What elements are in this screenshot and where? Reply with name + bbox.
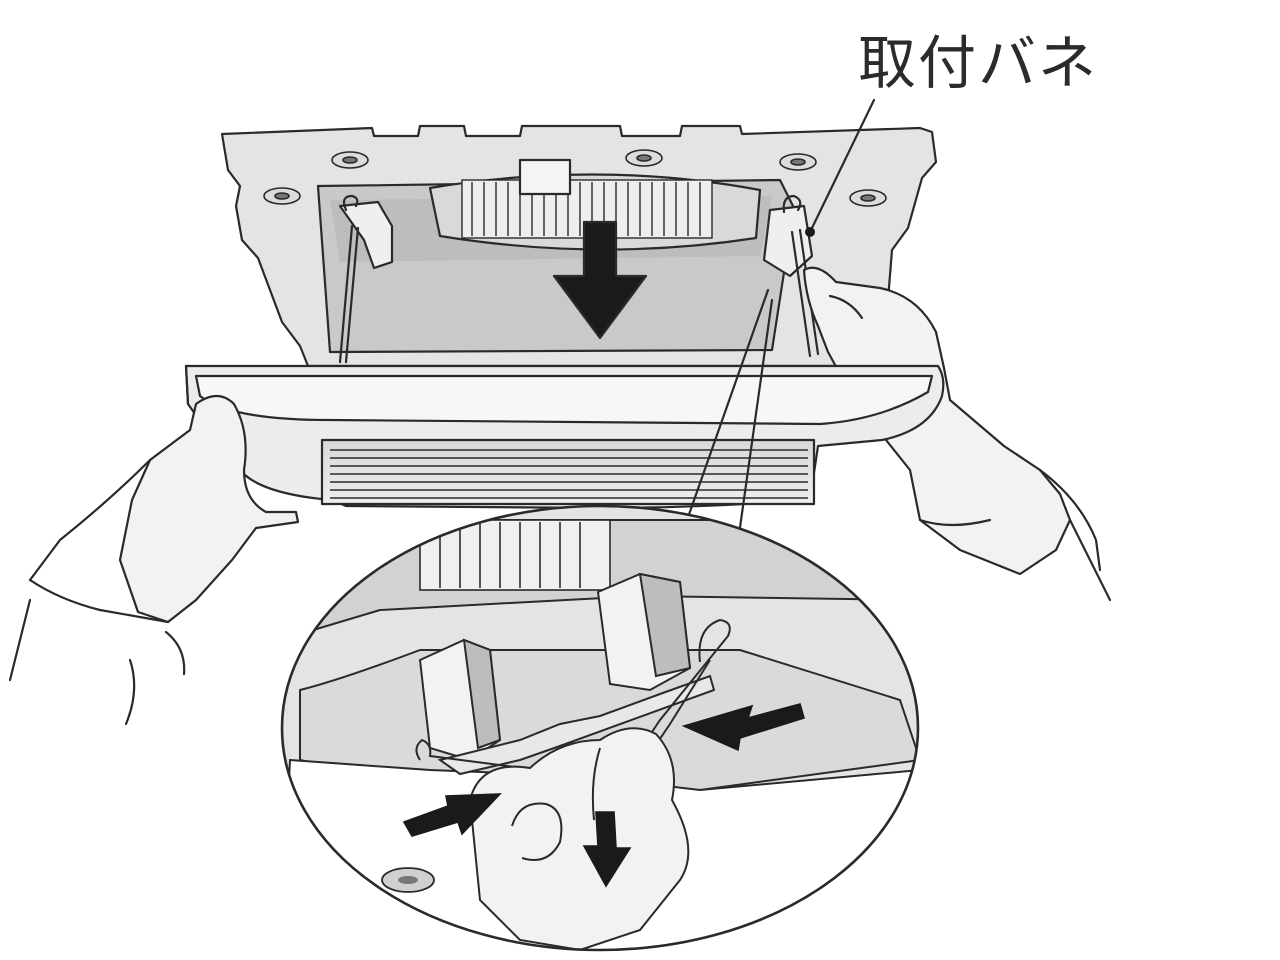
mounting-spring-label: 取付バネ [858, 29, 1099, 97]
pull-down-arrow-icon [582, 811, 632, 888]
grille-slats [330, 449, 808, 499]
push-right-arrow-icon [402, 793, 502, 837]
ceiling-unit-body [220, 124, 938, 368]
push-left-arrow-icon [681, 703, 805, 752]
left-hand [8, 394, 300, 726]
callout-leaders [678, 98, 876, 558]
front-grille-panel [184, 364, 945, 510]
right-hand [802, 266, 1112, 602]
detail-magnifier [280, 504, 920, 952]
screw-holes [263, 149, 887, 207]
left-bracket [338, 194, 394, 364]
down-arrow-icon [552, 220, 648, 340]
